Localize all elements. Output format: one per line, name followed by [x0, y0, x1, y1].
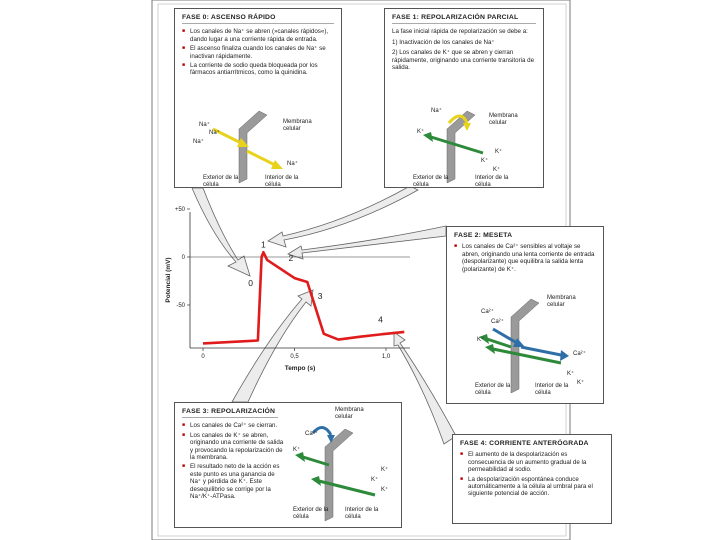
ion-label-k: K⁺ [477, 337, 484, 344]
ion-label-na: Na⁺ [209, 130, 220, 137]
exterior-label: Exterior de la célula [203, 175, 243, 188]
phase4-title: FASE 4: CORRIENTE ANTERÓGRADA [460, 440, 604, 447]
ion-label-k: K⁺ [495, 149, 502, 156]
ion-label-k: K⁺ [371, 477, 378, 484]
membrane-label: Membrana celular [283, 119, 317, 132]
phase0-bullet: La corriente de sodio queda bloqueada po… [182, 62, 334, 77]
phase2-bullet: Los canales de Ca²⁺ sensibles al voltaje… [454, 243, 596, 273]
na-arrowhead [463, 123, 471, 131]
phase0-bullet: El ascenso finaliza cuando los canales d… [182, 45, 334, 60]
x-tick-label: 0,5 [290, 354, 299, 360]
exterior-label: Exterior de la célula [293, 507, 333, 520]
phase3-bullet: Los canales de K⁺ se abren, originando u… [182, 432, 286, 462]
ion-label-k: K⁺ [567, 371, 574, 378]
ion-label-k: K⁺ [481, 158, 488, 165]
phase2-panel: FASE 2: MESETA Los canales de Ca²⁺ sensi… [446, 226, 604, 404]
phase-number-label: 0 [248, 278, 253, 288]
membrane-label: Membrana celular [335, 407, 369, 420]
phase-number-label: 3 [318, 291, 323, 301]
phase3-bullet: El resultado neto de la acción es este p… [182, 463, 286, 500]
ion-label-na: Na⁺ [287, 161, 298, 168]
ion-label-k: K⁺ [293, 447, 300, 454]
ion-label-k: K⁺ [577, 380, 584, 387]
phase1-title: FASE 1: REPOLARIZACIÓN PARCIAL [392, 14, 536, 24]
phase1-intro: La fase inicial rápida de repolarización… [392, 28, 536, 35]
k-arrowhead [311, 476, 321, 486]
ion-label-na: Na⁺ [431, 108, 442, 115]
phase0-panel: FASE 0: ASCENSO RÁPIDO Los canales de Na… [174, 8, 342, 188]
ion-label-k: K⁺ [417, 129, 424, 136]
phase-number-label: 1 [261, 239, 266, 249]
k-efflux-arrow [431, 137, 483, 153]
phase0-bullet: Los canales de Na⁺ se abren (»canales rá… [182, 28, 334, 43]
ion-label-k: K⁺ [381, 467, 388, 474]
k-arrowhead [485, 344, 495, 354]
ca-arrowhead [560, 350, 569, 361]
phase-number-label: 4 [378, 314, 383, 324]
interior-label: Interior de la célula [475, 175, 515, 188]
ion-label-ca: Ca²⁺ [481, 309, 494, 316]
phase4-bullet: La despolarización espontánea conduce au… [460, 476, 604, 498]
k-arrowhead [423, 132, 433, 142]
phase3-bullet: Los canales de Ca²⁺ se cierran. [182, 422, 286, 429]
y-axis-label: Potencial (mV) [165, 257, 172, 302]
k-efflux-arrow [493, 349, 561, 363]
phase1-item: 1) Inactivación de los canales de Na⁺ [392, 39, 536, 46]
phase1-panel: FASE 1: REPOLARIZACIÓN PARCIAL La fase i… [384, 8, 544, 188]
ion-label-k: K⁺ [493, 167, 500, 174]
interior-label: Interior de la célula [345, 507, 385, 520]
ion-label-na: Na⁺ [199, 122, 210, 129]
x-tick-label: 1,0 [382, 354, 391, 360]
exterior-label: Exterior de la célula [413, 175, 453, 188]
phase3-title: FASE 3: REPOLARIZACIÓN [182, 408, 278, 418]
ion-label-ca: Ca²⁺ [305, 431, 318, 438]
interior-label: Interior de la célula [535, 383, 575, 396]
ion-label-ca: Ca²⁺ [573, 351, 586, 358]
exterior-label: Exterior de la célula [475, 383, 515, 396]
membrane-label: Membrana celular [489, 113, 523, 126]
ion-label-na: Na⁺ [193, 139, 204, 146]
ca-influx-arrow [521, 347, 561, 355]
phase-number-label: 2 [288, 253, 293, 263]
phase4-bullet: El aumento de la despolarización es cons… [460, 451, 604, 473]
y-tick-label: +50 [175, 207, 186, 213]
phase2-title: FASE 2: MESETA [454, 232, 596, 239]
phase0-title: FASE 0: ASCENSO RÁPIDO [182, 14, 334, 24]
phase1-item: 2) Los canales de K⁺ que se abren y cier… [392, 49, 536, 71]
na-influx-arrow [247, 151, 275, 165]
y-tick-label: -50 [176, 303, 185, 309]
membrane-label: Membrana celular [547, 295, 581, 308]
ion-label-ca: Ca²⁺ [491, 319, 504, 326]
phase4-panel: FASE 4: CORRIENTE ANTERÓGRADA El aumento… [452, 434, 612, 524]
interior-label: Interior de la célula [265, 175, 305, 188]
phase3-panel: FASE 3: REPOLARIZACIÓN Los canales de Ca… [174, 402, 402, 528]
x-axis-label: Tempo (s) [285, 365, 316, 372]
ion-label-k: K⁺ [381, 487, 388, 494]
